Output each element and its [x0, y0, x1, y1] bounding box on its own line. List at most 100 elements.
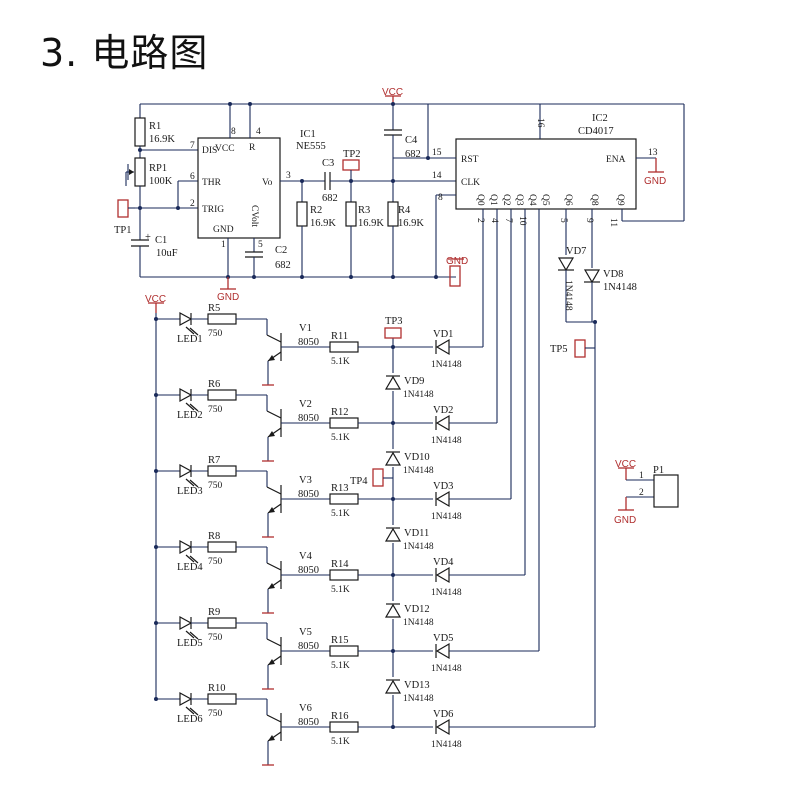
- svg-text:VCC: VCC: [145, 294, 166, 305]
- svg-text:NE555: NE555: [296, 141, 326, 152]
- resistor-label: R6: [208, 379, 220, 390]
- svg-text:C4: C4: [405, 135, 418, 146]
- svg-text:1: 1: [221, 240, 226, 250]
- svg-text:16.9K: 16.9K: [358, 218, 384, 229]
- transistor-type: 8050: [298, 337, 319, 348]
- resistor-label: R10: [208, 683, 226, 694]
- resistor-value: 750: [208, 709, 223, 719]
- resistor-label: R5: [208, 303, 220, 314]
- capacitor-c3: C3 682: [322, 158, 393, 204]
- diode-label: VD3: [433, 481, 453, 492]
- resistor-r2: R2 16.9K: [296, 181, 336, 277]
- svg-text:Q1: Q1: [488, 194, 498, 206]
- svg-text:4: 4: [256, 127, 261, 137]
- svg-text:VCC: VCC: [382, 87, 403, 98]
- transistor-type: 8050: [298, 641, 319, 652]
- svg-text:Vo: Vo: [262, 178, 273, 188]
- svg-text:TRIG: TRIG: [202, 205, 224, 215]
- base-resistor-label: R14: [331, 559, 349, 570]
- svg-text:THR: THR: [202, 178, 222, 188]
- svg-text:100K: 100K: [149, 176, 173, 187]
- svg-text:11: 11: [608, 218, 618, 227]
- diode-value: 1N4148: [431, 360, 462, 370]
- resistor-label: R9: [208, 607, 220, 618]
- svg-text:R: R: [249, 143, 256, 153]
- svg-text:+: +: [145, 232, 151, 243]
- svg-text:14: 14: [432, 171, 442, 181]
- resistor-value: 750: [208, 329, 223, 339]
- svg-text:C3: C3: [322, 158, 334, 169]
- svg-text:ENA: ENA: [606, 155, 626, 165]
- base-resistor-value: 5.1K: [331, 357, 350, 367]
- led-label: LED5: [177, 638, 203, 649]
- svg-text:8: 8: [438, 193, 443, 203]
- diode-value: 1N4148: [431, 664, 462, 674]
- svg-text:13: 13: [648, 148, 658, 158]
- svg-text:DIS: DIS: [202, 146, 217, 156]
- transistor-type: 8050: [298, 413, 319, 424]
- svg-text:TP3: TP3: [385, 316, 403, 327]
- vcc-top-symbol: VCC: [382, 87, 403, 104]
- chain-diode-value: 1N4148: [403, 618, 434, 628]
- transistor-label: V4: [299, 551, 313, 562]
- resistor-value: 750: [208, 633, 223, 643]
- chain-diode-value: 1N4148: [403, 390, 434, 400]
- svg-text:R4: R4: [398, 205, 411, 216]
- svg-text:GND: GND: [644, 176, 666, 187]
- svg-text:1N4148: 1N4148: [603, 282, 637, 293]
- chain-diode-value: 1N4148: [403, 542, 434, 552]
- svg-text:8: 8: [231, 127, 236, 137]
- base-resistor-value: 5.1K: [331, 433, 350, 443]
- capacitor-c2: C2 682: [245, 245, 291, 277]
- transistor-type: 8050: [298, 717, 319, 728]
- transistor-label: V3: [299, 475, 312, 486]
- capacitor-c1: + C1 10uF: [131, 208, 178, 277]
- base-resistor-label: R11: [331, 331, 348, 342]
- diode-label: VD1: [433, 329, 453, 340]
- transistor-label: V2: [299, 399, 312, 410]
- svg-text:CD4017: CD4017: [578, 126, 614, 137]
- chain-diode-label: VD9: [404, 376, 424, 387]
- transistor-label: V1: [299, 323, 312, 334]
- svg-text:9: 9: [584, 218, 594, 223]
- resistor-r4: R4 16.9K: [387, 181, 424, 277]
- svg-text:5: 5: [258, 240, 263, 250]
- svg-text:1: 1: [639, 471, 644, 481]
- gnd-symbol-ena: GND: [644, 158, 666, 187]
- transistor-label: V5: [299, 627, 312, 638]
- svg-text:682: 682: [322, 193, 338, 204]
- base-resistor-label: R16: [331, 711, 349, 722]
- svg-text:Q0: Q0: [475, 194, 485, 206]
- svg-text:CLK: CLK: [461, 178, 480, 188]
- svg-text:VCC: VCC: [215, 144, 235, 154]
- svg-text:6: 6: [190, 172, 195, 182]
- base-resistor-value: 5.1K: [331, 737, 350, 747]
- svg-text:TP2: TP2: [343, 149, 361, 160]
- chain-diode-value: 1N4148: [403, 466, 434, 476]
- svg-text:R3: R3: [358, 205, 370, 216]
- svg-text:Q4: Q4: [527, 194, 537, 206]
- gnd-symbol-1: GND: [217, 277, 239, 303]
- svg-text:16.9K: 16.9K: [310, 218, 336, 229]
- capacitor-c4: C4 682: [384, 104, 421, 181]
- led-label: LED2: [177, 410, 203, 421]
- svg-text:P1: P1: [653, 465, 664, 476]
- page-title: 3. 电路图: [40, 31, 209, 75]
- transistor-type: 8050: [298, 565, 319, 576]
- svg-text:VD8: VD8: [603, 269, 623, 280]
- led-label: LED6: [177, 714, 203, 725]
- test-point-tp2: TP2: [342, 149, 361, 181]
- svg-text:3: 3: [286, 171, 291, 181]
- diode-value: 1N4148: [431, 436, 462, 446]
- svg-text:Q5: Q5: [540, 194, 550, 206]
- svg-text:C2: C2: [275, 245, 287, 256]
- diode-value: 1N4148: [431, 588, 462, 598]
- svg-text:VCC: VCC: [615, 459, 636, 470]
- svg-text:Q2: Q2: [501, 194, 511, 206]
- svg-text:TP4: TP4: [350, 476, 368, 487]
- diode-value: 1N4148: [431, 740, 462, 750]
